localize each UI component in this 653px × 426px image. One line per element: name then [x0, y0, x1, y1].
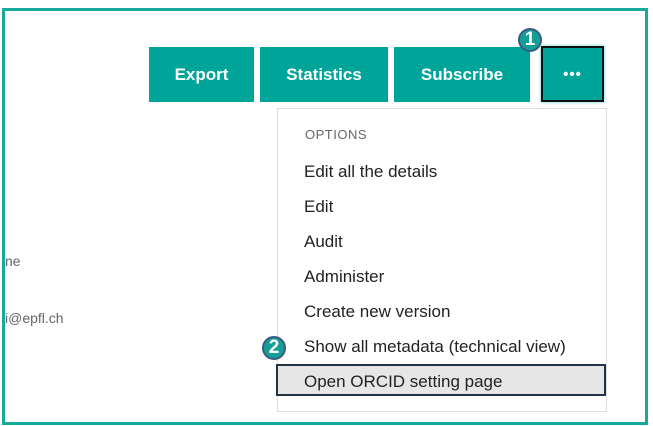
menu-header: OPTIONS — [305, 127, 368, 142]
step-badge-2: 2 — [262, 336, 286, 360]
menu-item-edit-all[interactable]: Edit all the details — [304, 162, 438, 181]
menu-item-administer[interactable]: Administer — [304, 267, 385, 286]
options-dropdown: OPTIONS Edit all the details Edit Audit … — [276, 108, 607, 412]
statistics-button[interactable]: Statistics — [260, 47, 388, 102]
menu-item-create-version[interactable]: Create new version — [304, 302, 451, 321]
menu-item-edit[interactable]: Edit — [304, 197, 334, 216]
step-badge-1: 1 — [518, 28, 542, 52]
menu-item-open-orcid[interactable]: Open ORCID setting page — [276, 364, 606, 396]
export-button[interactable]: Export — [149, 47, 254, 102]
partial-email: i@epfl.ch — [5, 310, 64, 326]
menu-item-audit[interactable]: Audit — [304, 232, 343, 251]
menu-item-show-metadata[interactable]: Show all metadata (technical view) — [304, 337, 566, 356]
subscribe-button[interactable]: Subscribe — [394, 47, 530, 102]
highlight-frame — [2, 8, 648, 425]
menu-item-label: Open ORCID setting page — [304, 372, 503, 391]
more-options-button[interactable]: ••• — [541, 46, 604, 102]
partial-text: ne — [5, 253, 21, 269]
